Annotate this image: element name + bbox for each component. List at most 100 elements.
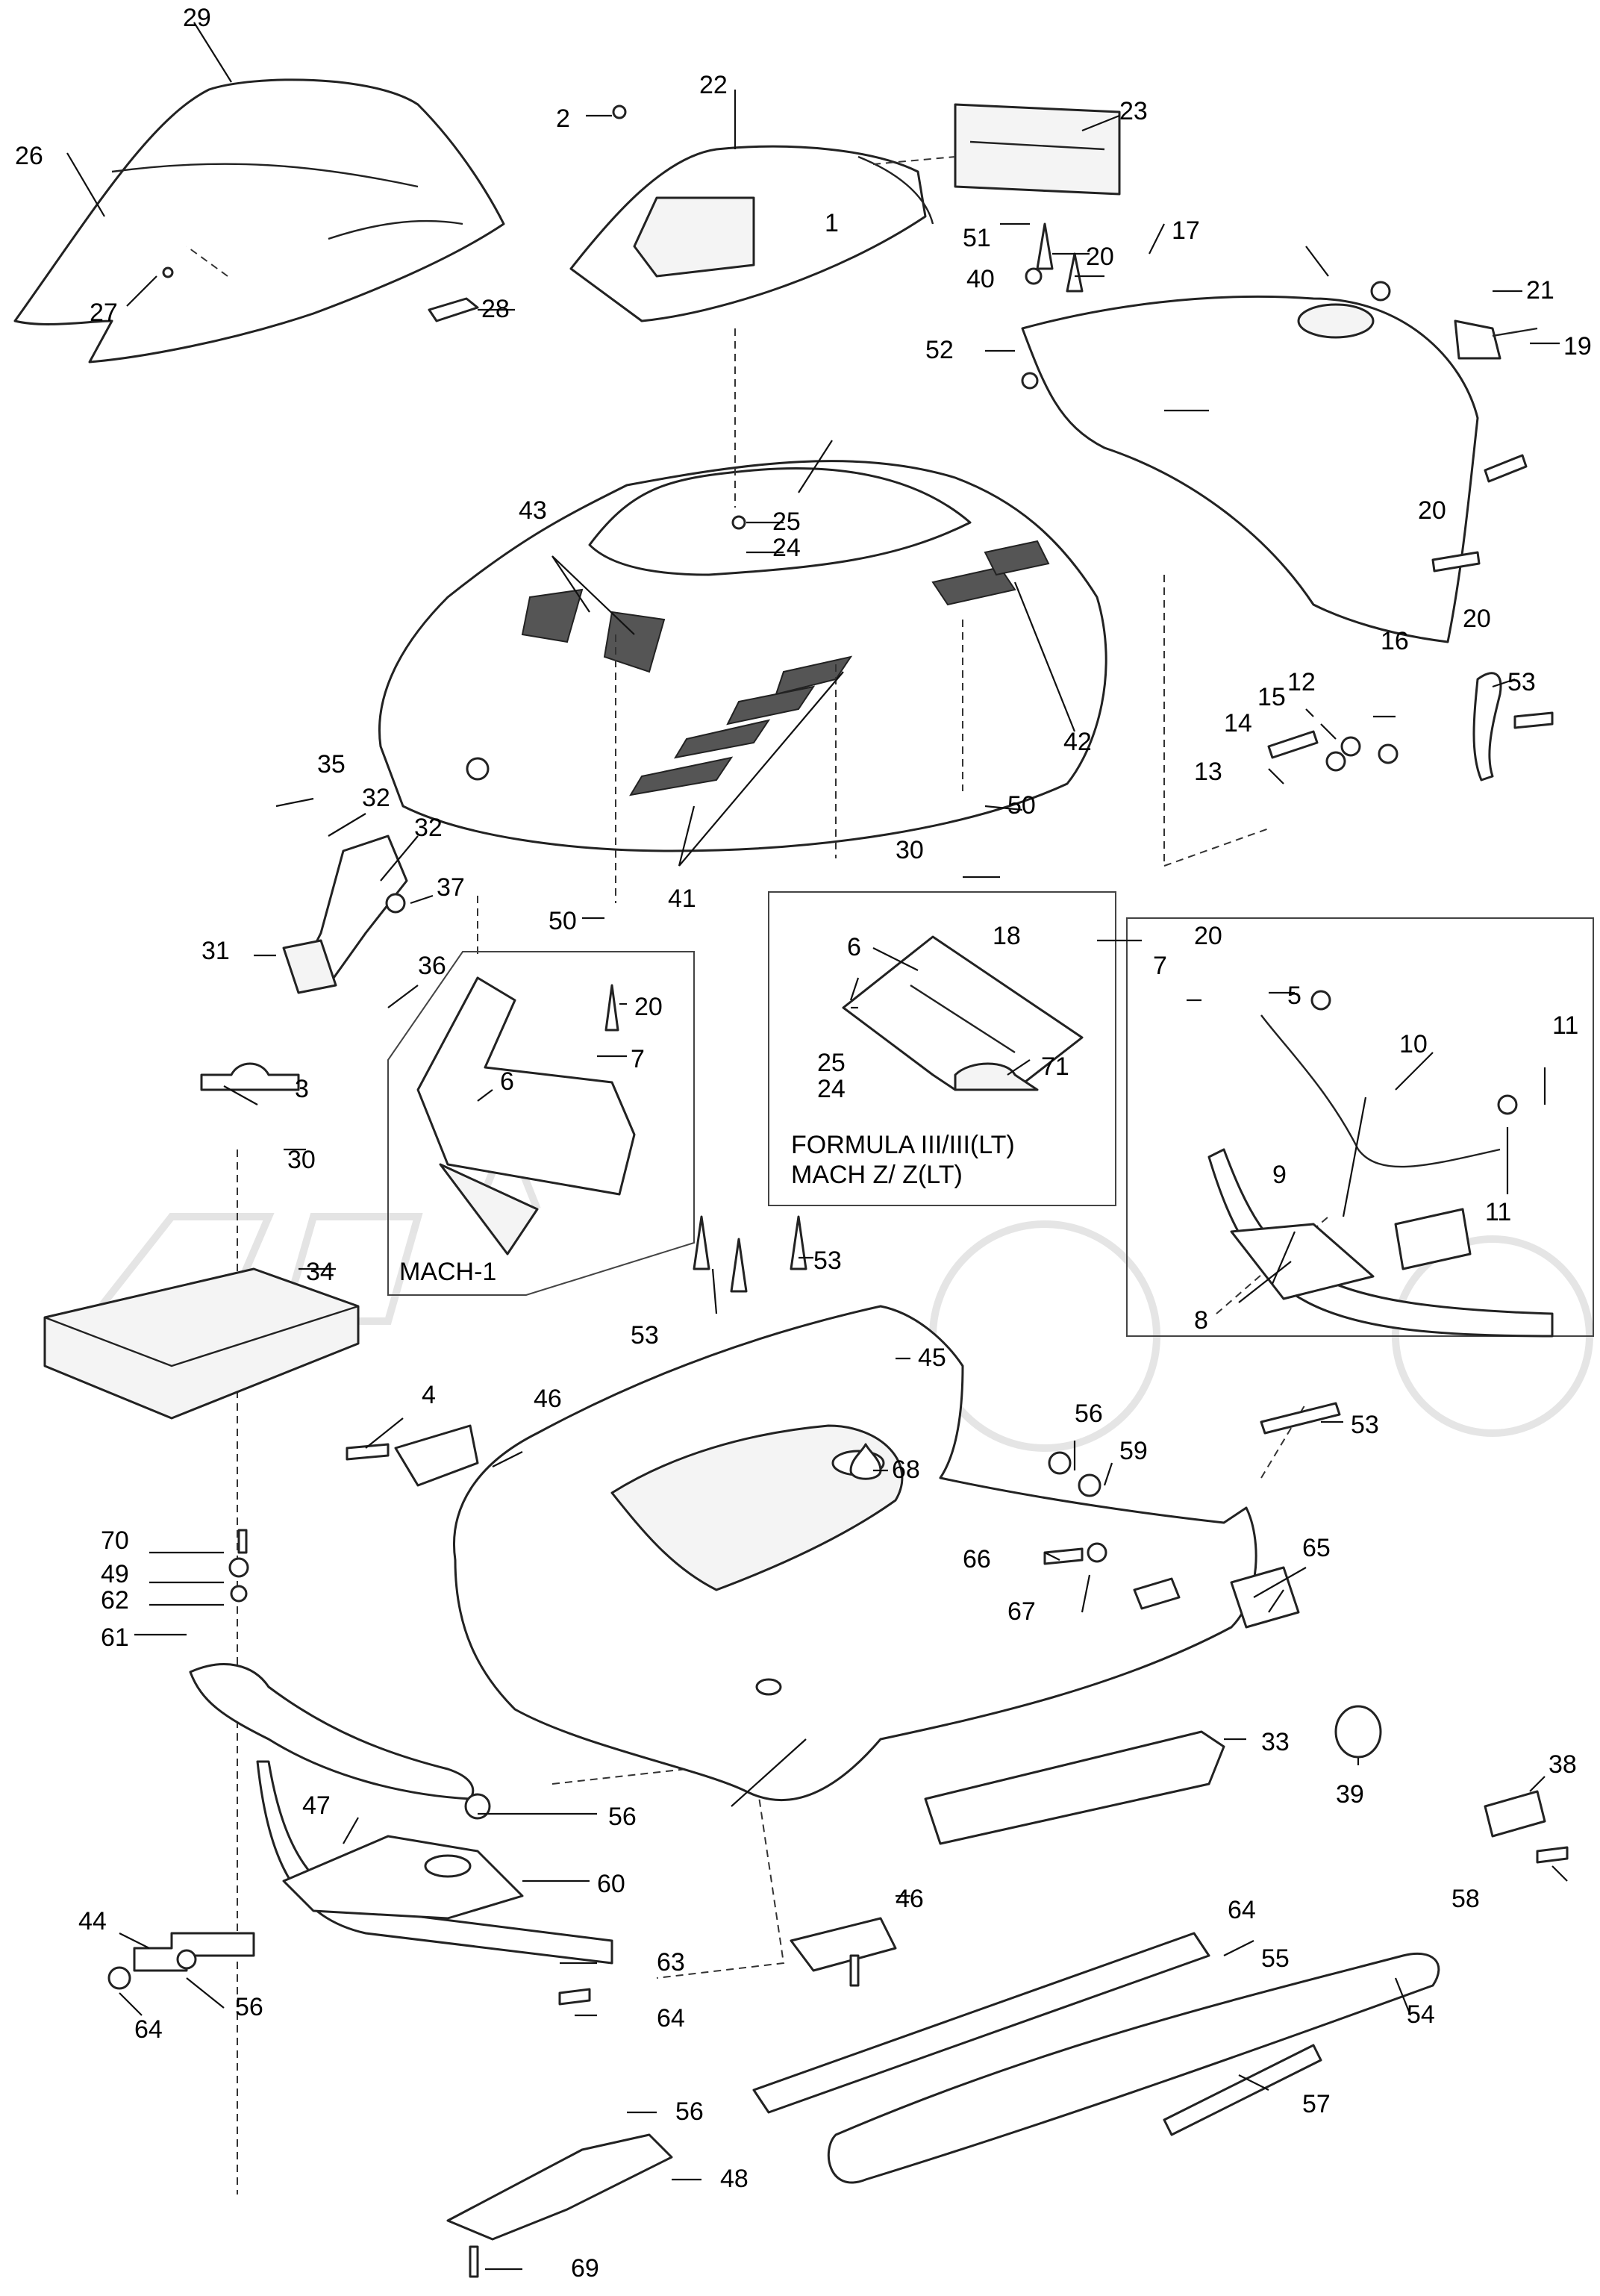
callout-53-a: 53 xyxy=(1507,668,1536,696)
callout-9: 9 xyxy=(1272,1161,1287,1189)
callout-19: 19 xyxy=(1563,332,1592,361)
callout-7-a: 7 xyxy=(631,1045,645,1073)
callout-20-a: 20 xyxy=(1086,243,1114,271)
callout-34: 34 xyxy=(306,1258,334,1286)
windshield xyxy=(13,78,505,364)
skid-48 xyxy=(446,2133,673,2241)
callout-66: 66 xyxy=(963,1545,991,1573)
leader-lines xyxy=(66,22,1568,2271)
callout-2: 2 xyxy=(556,104,570,133)
callout-11-a: 11 xyxy=(1552,1011,1578,1040)
callout-63: 63 xyxy=(657,1948,685,1977)
bottom-pan-45 xyxy=(453,1305,1257,1802)
callout-38: 38 xyxy=(1549,1750,1577,1779)
callout-20-c: 20 xyxy=(1463,605,1491,633)
foam-23 xyxy=(954,103,1121,196)
callout-61: 61 xyxy=(101,1623,129,1652)
callout-5: 5 xyxy=(1287,982,1301,1010)
callout-11-b: 11 xyxy=(1485,1198,1511,1226)
runner-55 xyxy=(752,1932,1440,2184)
callout-27: 27 xyxy=(90,299,118,327)
callout-31: 31 xyxy=(201,937,230,965)
mach-z-label: MACH Z/ Z(LT) xyxy=(791,1161,963,1189)
callout-6-a: 6 xyxy=(500,1067,514,1096)
callout-26: 26 xyxy=(15,142,43,170)
callout-56-d: 56 xyxy=(675,2097,704,2126)
callout-32-b: 32 xyxy=(414,814,443,842)
callout-7-b: 7 xyxy=(1153,952,1167,980)
callout-20-d: 20 xyxy=(634,993,663,1021)
callout-58: 58 xyxy=(1451,1885,1480,1913)
callout-65: 65 xyxy=(1302,1534,1331,1562)
rear-frame-17 xyxy=(1021,295,1479,643)
callout-12: 12 xyxy=(1287,668,1316,696)
callout-35: 35 xyxy=(317,750,346,779)
callout-labels: 2 22 23 29 26 27 28 1 51 40 20 52 17 21 … xyxy=(15,4,1592,2283)
callout-28: 28 xyxy=(481,295,510,323)
callout-62: 62 xyxy=(101,1586,129,1615)
mach1-inset xyxy=(387,951,695,1296)
callout-6-b: 6 xyxy=(847,933,861,961)
callout-24-b: 24 xyxy=(817,1075,846,1103)
callout-67: 67 xyxy=(1007,1597,1036,1626)
callout-46-a: 46 xyxy=(534,1385,562,1413)
callout-70: 70 xyxy=(101,1526,129,1555)
callout-43: 43 xyxy=(519,496,547,525)
callout-24-a: 24 xyxy=(772,534,801,562)
callout-37: 37 xyxy=(437,873,465,902)
callout-49: 49 xyxy=(101,1560,129,1588)
bracket-3 xyxy=(200,1062,300,1091)
bumper-60 xyxy=(256,1760,613,1965)
strap-16 xyxy=(1472,672,1502,782)
bracket-44 xyxy=(107,1932,255,1990)
mach1-label: MACH-1 xyxy=(399,1258,496,1286)
callout-41: 41 xyxy=(668,885,696,913)
callout-47: 47 xyxy=(302,1791,331,1820)
callout-18: 18 xyxy=(993,922,1021,950)
callout-71: 71 xyxy=(1041,1052,1069,1081)
callout-16: 16 xyxy=(1381,627,1409,655)
rail-33 xyxy=(924,1730,1225,1845)
callout-60: 60 xyxy=(597,1870,625,1898)
callout-53-b: 53 xyxy=(813,1247,842,1275)
callout-20-e: 20 xyxy=(1194,922,1222,950)
hinge-31 xyxy=(282,835,408,994)
callout-40: 40 xyxy=(966,265,995,293)
cover-22 xyxy=(569,145,934,322)
mat-34 xyxy=(43,1267,360,1420)
fasteners xyxy=(228,104,1569,2278)
callout-1-label: 1 xyxy=(825,209,839,237)
callout-56-c: 56 xyxy=(235,1993,263,2021)
callout-10: 10 xyxy=(1399,1030,1428,1058)
callout-15: 15 xyxy=(1257,683,1286,711)
hood-1 xyxy=(378,460,1107,852)
callout-14: 14 xyxy=(1224,709,1252,737)
bracket-28 xyxy=(428,297,479,322)
callout-53-c: 53 xyxy=(631,1321,659,1350)
callout-21: 21 xyxy=(1526,276,1554,305)
callout-64-a: 64 xyxy=(1228,1896,1256,1924)
callout-30-b: 30 xyxy=(287,1146,316,1174)
small-parts xyxy=(394,1424,1546,1972)
callout-36: 36 xyxy=(418,952,446,980)
callout-56-b: 56 xyxy=(608,1803,637,1831)
callout-56-a: 56 xyxy=(1075,1400,1103,1428)
callout-53-d: 53 xyxy=(1351,1411,1379,1439)
cable-inset xyxy=(1126,917,1594,1338)
callout-17: 17 xyxy=(1172,216,1200,245)
callout-39: 39 xyxy=(1336,1780,1364,1809)
callout-45: 45 xyxy=(918,1344,946,1372)
callout-44: 44 xyxy=(78,1907,107,1935)
callout-4: 4 xyxy=(422,1381,436,1409)
callout-13: 13 xyxy=(1194,758,1222,786)
callout-64-b: 64 xyxy=(657,2004,685,2033)
callout-50-b: 50 xyxy=(549,907,577,935)
callout-48: 48 xyxy=(720,2165,749,2193)
callout-23: 23 xyxy=(1119,97,1148,125)
callout-30-a: 30 xyxy=(896,836,924,864)
callout-42: 42 xyxy=(1063,728,1092,756)
callout-57: 57 xyxy=(1302,2090,1331,2118)
callout-55: 55 xyxy=(1261,1944,1290,1973)
bumper-61 xyxy=(189,1663,475,1800)
